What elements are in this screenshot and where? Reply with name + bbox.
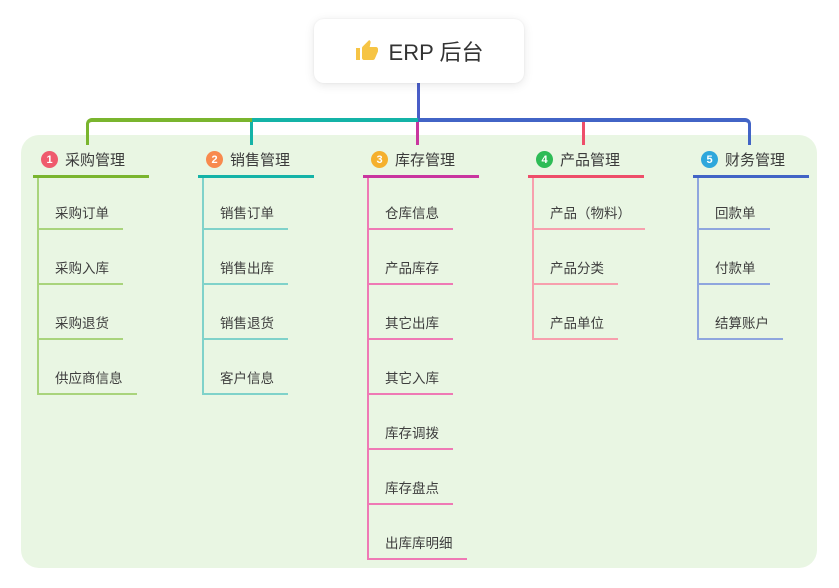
- trunk-segment-purchase: [86, 118, 252, 145]
- branch-node-purchase[interactable]: 1 采购管理: [33, 147, 149, 178]
- trunk-segment-sales: [252, 118, 418, 122]
- child-node[interactable]: 库存盘点: [367, 480, 453, 505]
- child-node[interactable]: 销售订单: [202, 205, 288, 230]
- child-node[interactable]: 产品库存: [367, 260, 453, 285]
- child-node[interactable]: 供应商信息: [37, 370, 137, 395]
- branch-badge: 1: [41, 151, 58, 168]
- branch-node-sales[interactable]: 2 销售管理: [198, 147, 314, 178]
- drop-line-product: [582, 122, 585, 145]
- branches-panel: [21, 135, 817, 568]
- branch-badge: 5: [701, 151, 718, 168]
- branch-badge: 4: [536, 151, 553, 168]
- branch-rail-purchase: [37, 178, 39, 395]
- branch-node-finance[interactable]: 5 财务管理: [693, 147, 809, 178]
- root-node-erp-backend[interactable]: ERP 后台: [314, 19, 524, 83]
- child-node[interactable]: 付款单: [697, 260, 770, 285]
- child-node[interactable]: 产品（物料）: [532, 205, 645, 230]
- child-node[interactable]: 销售退货: [202, 315, 288, 340]
- root-connector-line: [417, 83, 420, 119]
- thumbs-up-icon: [355, 40, 378, 60]
- branch-rail-product: [532, 178, 534, 340]
- drop-line-sales: [250, 122, 253, 145]
- branch-label: 销售管理: [230, 152, 291, 169]
- branch-badge: 3: [371, 151, 388, 168]
- child-node[interactable]: 其它出库: [367, 315, 453, 340]
- child-node[interactable]: 销售出库: [202, 260, 288, 285]
- branch-node-product[interactable]: 4 产品管理: [528, 147, 644, 178]
- child-node[interactable]: 产品分类: [532, 260, 618, 285]
- branch-label: 采购管理: [65, 152, 126, 169]
- child-node[interactable]: 出库库明细: [367, 535, 467, 560]
- branch-node-inventory[interactable]: 3 库存管理: [363, 147, 479, 178]
- child-node[interactable]: 采购入库: [37, 260, 123, 285]
- child-node[interactable]: 采购退货: [37, 315, 123, 340]
- child-node[interactable]: 回款单: [697, 205, 770, 230]
- branch-rail-inventory: [367, 178, 369, 560]
- child-node[interactable]: 客户信息: [202, 370, 288, 395]
- trunk-segment-finance: [418, 118, 751, 145]
- drop-line-inventory: [416, 122, 419, 145]
- child-node[interactable]: 库存调拨: [367, 425, 453, 450]
- branch-rail-finance: [697, 178, 699, 340]
- branch-rail-sales: [202, 178, 204, 395]
- root-node-label: ERP 后台: [388, 40, 484, 65]
- branch-label: 财务管理: [725, 152, 786, 169]
- child-node[interactable]: 其它入库: [367, 370, 453, 395]
- branch-label: 产品管理: [560, 152, 621, 169]
- branch-label: 库存管理: [395, 152, 456, 169]
- child-node[interactable]: 仓库信息: [367, 205, 453, 230]
- child-node[interactable]: 采购订单: [37, 205, 123, 230]
- child-node[interactable]: 结算账户: [697, 315, 783, 340]
- child-node[interactable]: 产品单位: [532, 315, 618, 340]
- branch-badge: 2: [206, 151, 223, 168]
